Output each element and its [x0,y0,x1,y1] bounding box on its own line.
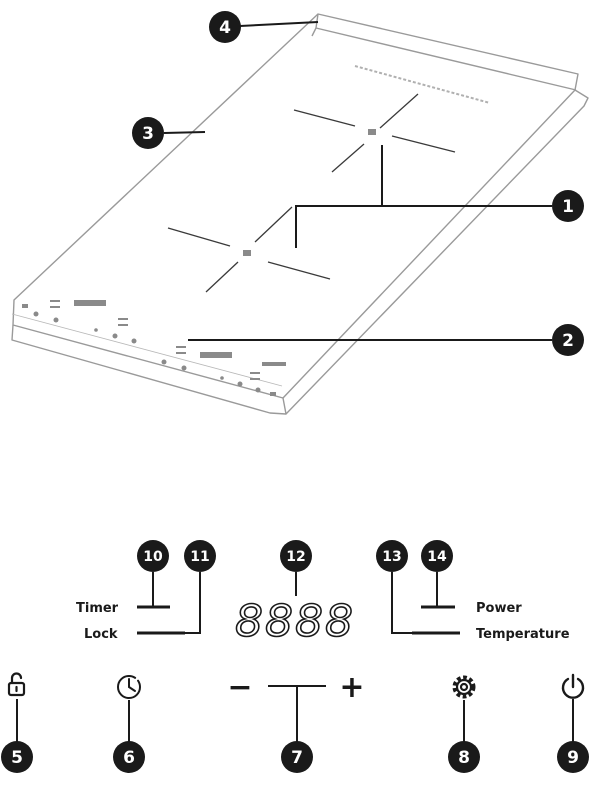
callout-13-label: 13 [382,549,401,565]
timer-label: Timer [76,601,119,616]
callout-12-label: 12 [286,549,305,565]
callout-11-label: 11 [190,549,209,565]
power-icon[interactable] [561,673,585,699]
gear-icon[interactable] [452,675,476,699]
callout-3-label: 3 [142,124,154,144]
callout-12: 12 [280,540,312,572]
unlock-icon[interactable] [7,672,26,697]
callout-10-label: 10 [143,549,163,565]
clock-icon[interactable] [117,675,141,699]
mini-control-panel-left [22,300,137,344]
callout-5-label: 5 [11,748,23,768]
callout-2: 2 [552,324,584,356]
digital-display: 8888 [235,596,355,647]
callout-10: 10 [137,540,169,572]
temperature-label: Temperature [476,627,570,642]
callout-6-label: 6 [123,748,135,768]
callout-6: 6 [113,741,145,773]
callout-7-label: 7 [291,748,303,768]
callout-9: 9 [557,741,589,773]
callout-14-label: 14 [427,549,447,565]
callout-8-label: 8 [458,748,470,768]
callout-8: 8 [448,741,480,773]
callout-2-label: 2 [562,331,574,351]
callout-11: 11 [184,540,216,572]
leader-lines-top [163,21,552,341]
callout-1-label: 1 [562,197,574,217]
callout-7: 7 [281,741,313,773]
leader-lines-bottom [16,686,574,742]
power-label: Power [476,601,522,616]
cooking-zone-front [167,206,331,293]
cooktop-illustration [11,13,589,415]
callout-13: 13 [376,540,408,572]
callout-14: 14 [421,540,453,572]
plus-button[interactable]: + [339,670,364,705]
callout-4-label: 4 [219,18,231,38]
indicator-leaders [152,572,438,634]
lock-label: Lock [84,627,118,642]
callout-4: 4 [209,11,241,43]
minus-button[interactable]: − [227,670,252,705]
mini-control-panel-right [161,346,286,396]
callout-5: 5 [1,741,33,773]
callout-1: 1 [552,190,584,222]
callout-3: 3 [132,117,164,149]
cooking-zone-rear [293,93,456,173]
callout-9-label: 9 [567,748,579,768]
